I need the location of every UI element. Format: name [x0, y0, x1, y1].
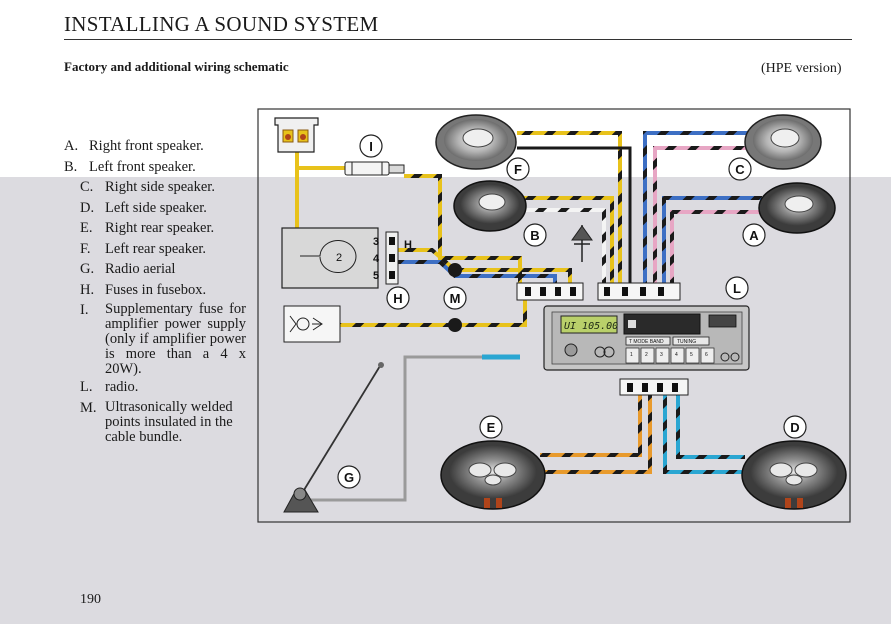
fusebox: 3 4 5 H — [373, 231, 412, 285]
relay-box: 2 — [281, 227, 379, 289]
relay-number: 2 — [336, 252, 342, 264]
label-i: I — [359, 134, 383, 158]
wire-e-1 — [540, 395, 642, 457]
radio-preset-2: 2 — [645, 352, 648, 358]
section-subtitle: Factory and additional wiring schematic — [64, 59, 289, 74]
legend-item-a: A.Right front speaker. — [64, 138, 204, 154]
fuse-number-4: 4 — [373, 253, 380, 265]
wire-d-1 — [663, 395, 745, 474]
splice-point-upper — [448, 263, 462, 277]
radio-tuning-label: TUNING — [677, 339, 696, 345]
speaker-c — [744, 114, 822, 170]
ground-symbol — [571, 225, 593, 262]
diagram-labels: I F C B A H M L E D G — [337, 134, 807, 489]
speaker-f — [435, 114, 517, 170]
label-g: G — [337, 465, 361, 489]
svg-text:E: E — [487, 420, 496, 435]
rear-speaker-connector — [619, 378, 689, 396]
label-b: B — [523, 223, 547, 247]
svg-text:L: L — [733, 281, 741, 296]
legend-item-g: G.Radio aerial — [80, 261, 176, 277]
lamp-symbol — [283, 305, 341, 343]
wire-e-2 — [540, 395, 652, 474]
wire-fusebox-blue — [398, 260, 557, 283]
fuse-holder-block — [274, 117, 319, 153]
legend-item-c: C.Right side speaker. — [80, 179, 215, 195]
page-number: 190 — [80, 592, 101, 607]
label-a: A — [742, 223, 766, 247]
svg-text:B: B — [530, 228, 539, 243]
svg-text:C: C — [735, 162, 745, 177]
wire-fusebox-yellow — [398, 248, 572, 283]
radio-preset-4: 4 — [675, 352, 678, 358]
svg-text:D: D — [790, 420, 799, 435]
page-lower-background — [0, 177, 891, 624]
fuse-number-5: 5 — [373, 270, 379, 282]
legend-item-h: H.Fuses in fusebox. — [80, 281, 207, 298]
wire-f-1 — [517, 131, 622, 283]
svg-text:F: F — [514, 162, 522, 177]
supplementary-fuse — [344, 161, 405, 176]
radio-display-text: UI 105.00 — [564, 321, 618, 332]
speaker-b — [453, 180, 527, 232]
title-divider — [64, 39, 852, 40]
wire-a-1 — [662, 196, 762, 283]
label-l: L — [725, 276, 749, 300]
wire-c-1 — [643, 131, 748, 283]
speaker-a — [758, 182, 836, 234]
speaker-d — [741, 440, 847, 510]
svg-text:G: G — [344, 470, 354, 485]
label-c: C — [728, 157, 752, 181]
wire-aerial — [310, 355, 482, 502]
wire-f-2 — [517, 146, 632, 283]
car-radio: UI 105.00 T MODE BAND TUNING 1 2 3 4 5 6 — [543, 305, 750, 371]
svg-text:H: H — [393, 291, 402, 306]
fusebox-letter: H — [404, 239, 412, 251]
wire-d-2 — [676, 395, 745, 459]
label-h: H — [386, 286, 410, 310]
label-d: D — [783, 415, 807, 439]
radio-preset-1: 1 — [630, 352, 633, 358]
legend-item-m: M.Ultrasonically welded points insulated… — [80, 398, 233, 445]
legend-item-i: I.Supplementary fuse for amplifier power… — [80, 301, 246, 377]
legend-item-d: D.Left side speaker. — [80, 199, 207, 216]
diagram-frame — [257, 108, 851, 523]
wire-fuse-feed — [295, 152, 345, 170]
wire-c-2 — [653, 146, 748, 283]
legend-item-l: L.radio. — [80, 379, 139, 395]
label-e: E — [479, 415, 503, 439]
component-legend: A.Right front speaker. B.Left front spea… — [64, 136, 246, 445]
version-note: (HPE version) — [761, 61, 842, 76]
wires — [295, 131, 762, 502]
wire-b-2 — [515, 208, 606, 283]
radio-connector-right — [597, 282, 681, 301]
svg-text:I: I — [369, 139, 373, 154]
svg-text:M: M — [450, 291, 461, 306]
legend-item-e: E.Right rear speaker. — [80, 220, 215, 236]
label-f: F — [506, 157, 530, 181]
radio-aerial — [283, 362, 384, 513]
legend-item-f: F.Left rear speaker. — [80, 240, 207, 257]
radio-connector-left — [516, 282, 584, 301]
speaker-e — [440, 440, 546, 510]
radio-preset-buttons: 1 2 3 4 5 6 — [625, 347, 715, 364]
splice-point-lower — [448, 318, 462, 332]
radio-preset-6: 6 — [705, 352, 708, 358]
legend-item-b: B.Left front speaker. — [64, 158, 196, 175]
svg-text:A: A — [749, 228, 759, 243]
wire-lamp — [340, 300, 527, 327]
fuse-number-3: 3 — [373, 236, 379, 248]
radio-preset-5: 5 — [690, 352, 693, 358]
radio-preset-3: 3 — [660, 352, 663, 358]
wire-b-1 — [515, 196, 614, 283]
label-m: M — [443, 286, 467, 310]
wire-a-2 — [670, 210, 762, 283]
radio-mode-band-label: T MODE BAND — [629, 339, 664, 345]
page-title: INSTALLING A SOUND SYSTEM — [64, 12, 379, 36]
